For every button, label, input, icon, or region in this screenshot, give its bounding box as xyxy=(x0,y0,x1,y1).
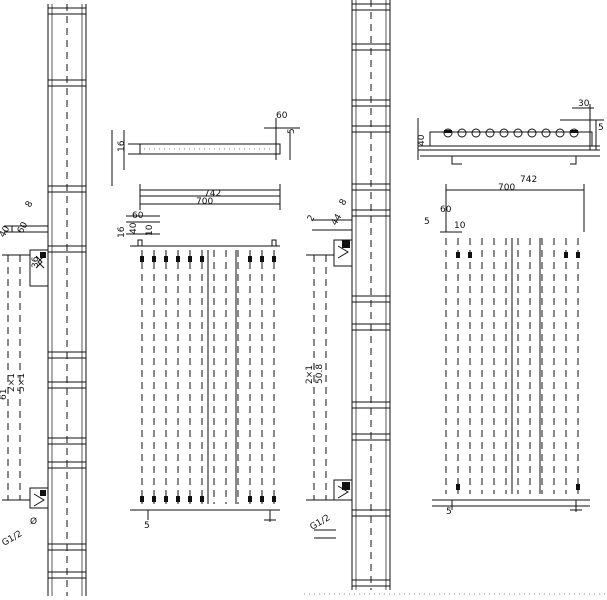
dim-left-8: 8 xyxy=(24,199,36,209)
dim-mid-10: 10 xyxy=(145,224,155,236)
dim-left-height-b: 5×1 xyxy=(17,373,27,392)
dim-mid-bottom-5: 5 xyxy=(144,521,150,531)
center-pipe-connection-bottom xyxy=(333,479,353,501)
right-knob-row xyxy=(443,128,579,138)
dim-right-bottom-5: 5 xyxy=(446,507,452,517)
dim-mid-742: 742 xyxy=(204,189,221,199)
center-pipe-connection-top xyxy=(333,239,353,267)
dim-left-height-a: 2×1 xyxy=(7,373,17,392)
dim-right-742: 742 xyxy=(520,175,537,185)
right-front-view xyxy=(432,184,590,512)
right-top-view xyxy=(417,104,604,165)
dim-top-left-16: 16 xyxy=(117,140,127,152)
dim-top-left-60: 60 xyxy=(276,111,288,121)
dim-center-44: 44 xyxy=(330,212,345,227)
dim-right-10: 10 xyxy=(454,221,466,231)
dim-right-top-40: 40 xyxy=(417,134,427,146)
dim-center-height-b: 50.8 xyxy=(315,364,325,384)
dim-mid-40: 40 xyxy=(129,222,139,234)
right-tube-group xyxy=(445,238,579,494)
dim-center-height-a: 2×1 xyxy=(305,365,315,384)
middle-front-view xyxy=(126,184,281,522)
middle-top-view xyxy=(111,118,300,186)
left-side-view xyxy=(2,4,87,596)
right-tube-caps xyxy=(456,252,580,490)
dim-mid-60: 60 xyxy=(132,211,144,221)
middle-tube-caps xyxy=(140,256,276,502)
dim-right-top-30: 30 xyxy=(578,99,590,109)
left-pipe-connection-bottom xyxy=(29,487,49,509)
dim-left-bottom-g: G1/2 xyxy=(1,529,25,548)
dim-left-36: 36 xyxy=(31,256,41,268)
dim-mid-700: 700 xyxy=(196,197,213,207)
dim-right-5: 5 xyxy=(424,217,430,227)
dim-right-top-5: 5 xyxy=(598,123,604,133)
dim-left-40: 40 xyxy=(0,224,12,239)
dim-top-left-5: 5 xyxy=(287,128,297,134)
middle-tube-group xyxy=(141,250,275,504)
dim-left-height-c: 61 xyxy=(0,389,9,400)
dim-right-60: 60 xyxy=(440,205,452,215)
dim-left-60: 60 xyxy=(16,220,31,235)
dim-mid-16: 16 xyxy=(117,226,127,238)
dim-left-bottom-d: Ø xyxy=(30,516,37,527)
dim-right-700: 700 xyxy=(498,183,515,193)
dim-center-8: 8 xyxy=(338,197,350,207)
left-pipe-connection-top xyxy=(29,249,49,287)
dim-center-2: 2 xyxy=(306,214,318,224)
center-side-view xyxy=(306,0,391,590)
